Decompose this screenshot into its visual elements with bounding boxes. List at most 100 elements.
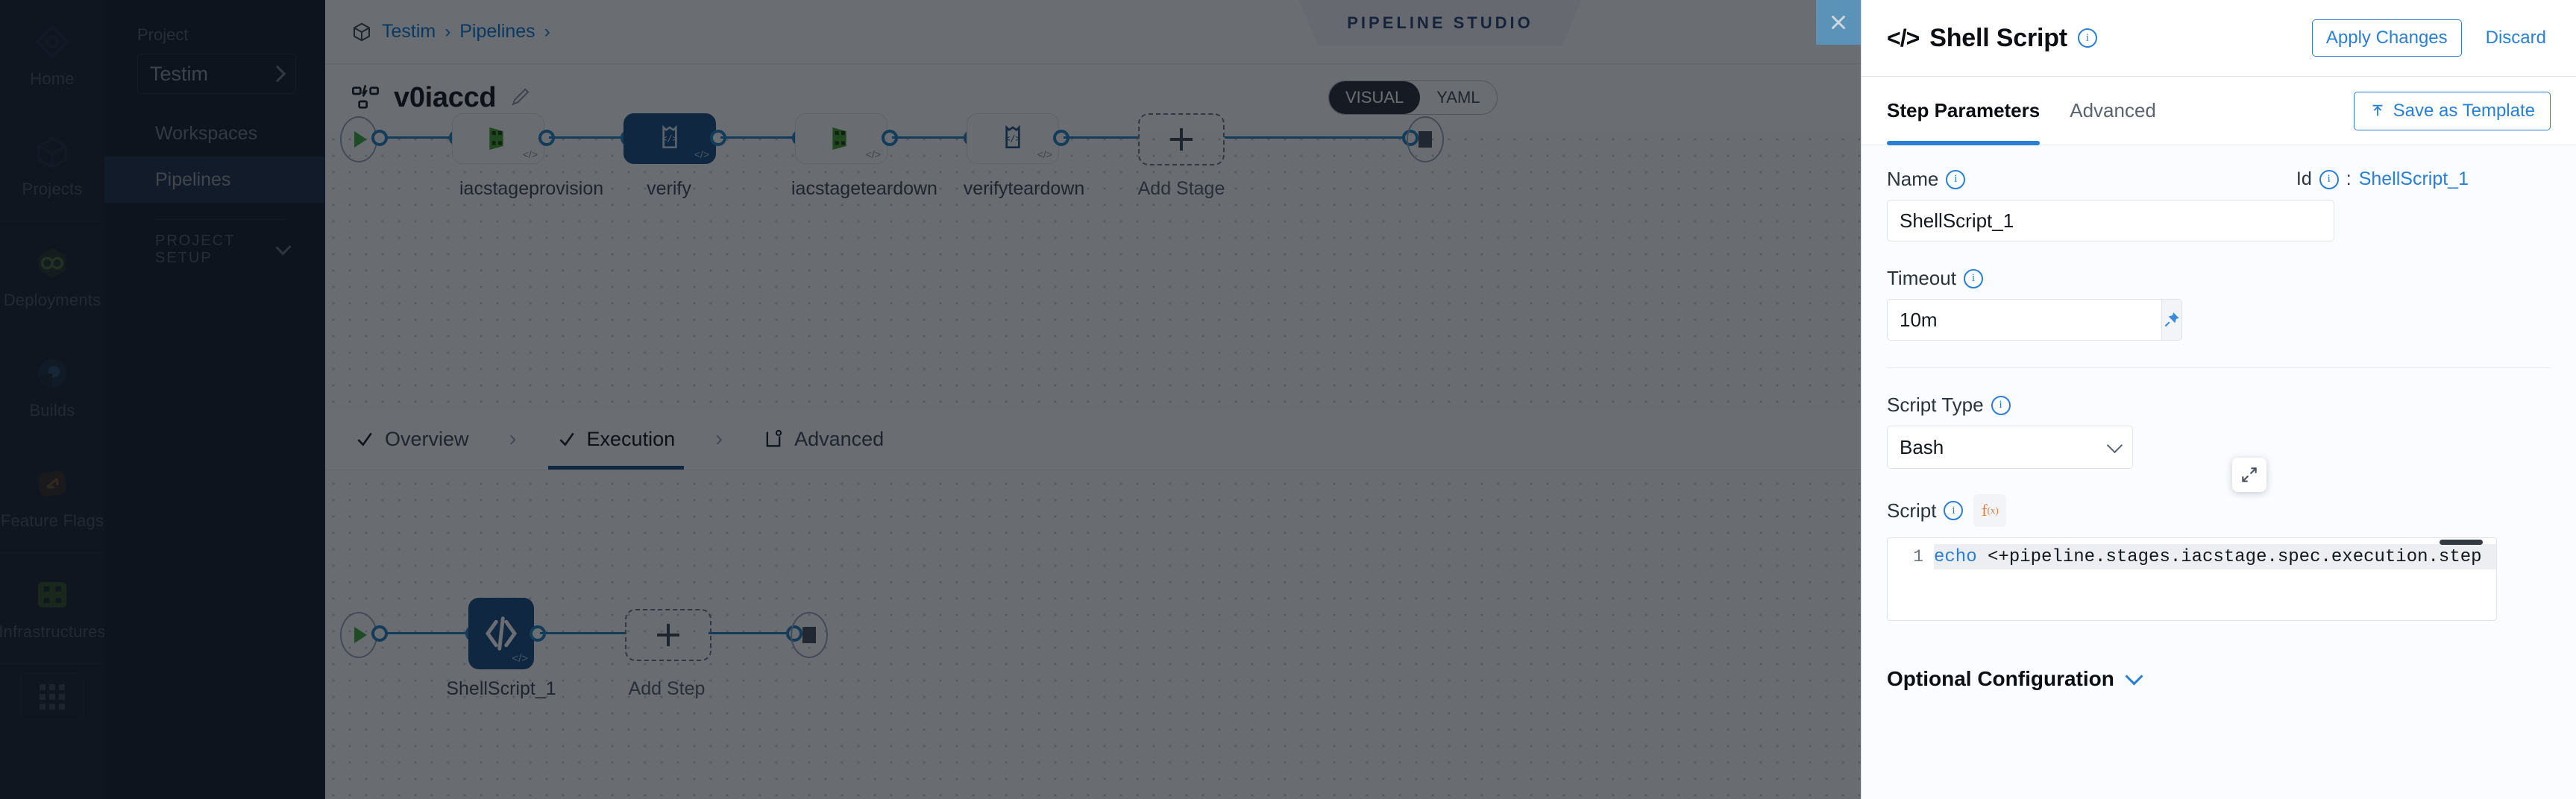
info-icon[interactable]: i xyxy=(2077,28,2097,48)
toggle-option-yaml[interactable]: YAML xyxy=(1436,88,1480,107)
add-stage-label: Add Stage xyxy=(1137,178,1225,199)
script-code-editor[interactable]: 1 echo <+pipeline.stages.iacstage.spec.e… xyxy=(1887,537,2497,621)
stage-node-iacstageteardown[interactable]: </> xyxy=(795,113,888,164)
editor-horizontal-scrollbar[interactable] xyxy=(2440,540,2483,545)
panel-title-group: </> Shell Script i xyxy=(1887,24,2097,53)
editor-gutter: 1 xyxy=(1888,538,1931,620)
project-cube-icon xyxy=(354,22,370,41)
sidebar-item-pipelines[interactable]: Pipelines xyxy=(104,157,324,203)
script-type-select[interactable]: Bash xyxy=(1887,426,2133,469)
close-panel-button[interactable] xyxy=(1816,0,1861,45)
info-icon[interactable]: i xyxy=(1946,169,1966,189)
add-step-button[interactable] xyxy=(625,609,711,661)
infrastructure-stage-icon xyxy=(832,127,846,150)
step-node-shellscript-1[interactable]: </> xyxy=(468,598,534,669)
info-icon[interactable]: i xyxy=(1963,268,1983,288)
script-type-label-text: Script Type xyxy=(1887,394,1984,416)
breadcrumb-link-testim[interactable]: Testim xyxy=(382,21,436,42)
view-mode-toggle[interactable]: VISUAL YAML xyxy=(1328,80,1498,115)
info-icon[interactable]: i xyxy=(1944,501,1964,520)
fx-label: f xyxy=(1982,501,1988,519)
tab-execution[interactable]: Execution xyxy=(547,408,684,470)
rail-item-deployments[interactable]: Deployments xyxy=(0,221,104,332)
panel-header-actions: Apply Changes Discard xyxy=(2311,19,2551,57)
apps-grid-icon xyxy=(40,684,65,710)
rail-item-builds[interactable]: Builds xyxy=(0,332,104,442)
timeout-pin-button[interactable] xyxy=(2161,299,2182,341)
project-selector-value: Testim xyxy=(150,62,209,85)
expand-editor-button[interactable] xyxy=(2232,458,2266,492)
sidebar-section-label: PROJECT SETUP xyxy=(155,233,235,266)
code-icon xyxy=(485,616,518,651)
rail-item-infrastructures[interactable]: Infrastructures xyxy=(0,553,106,663)
chevron-down-icon xyxy=(2106,437,2123,453)
stage-type-corner-icon: </> xyxy=(522,148,538,160)
save-as-template-button[interactable]: Save as Template xyxy=(2353,91,2551,130)
sidebar-item-label: Workspaces xyxy=(155,122,258,144)
stage-node-verify[interactable]: </> </> xyxy=(623,113,716,164)
pipeline-studio-badge: PIPELINE STUDIO xyxy=(1298,0,1582,46)
timeout-label: Timeout i xyxy=(1887,267,2551,290)
fx-sub: (x) xyxy=(1987,505,1999,516)
global-nav-rail: Home Projects Deployments xyxy=(0,0,106,799)
toggle-option-visual[interactable]: VISUAL xyxy=(1329,81,1421,114)
script-label: Script i xyxy=(1887,499,1964,522)
custom-stage-icon: </> xyxy=(662,124,678,148)
stop-icon xyxy=(802,627,816,643)
svg-text:</>: </> xyxy=(662,133,677,143)
builds-circle-icon xyxy=(37,359,67,388)
stage-label: iacstageprovision xyxy=(459,178,604,199)
expression-fx-button[interactable]: f(x) xyxy=(1973,494,2007,527)
rail-item-home[interactable]: Home xyxy=(0,0,104,110)
project-selector[interactable]: Testim xyxy=(137,54,296,94)
info-icon[interactable]: i xyxy=(1991,395,2011,415)
sidebar-section-project-setup[interactable]: PROJECT SETUP xyxy=(104,233,324,266)
name-label-text: Name xyxy=(1887,168,1939,190)
connector-line xyxy=(540,632,625,634)
connector-line xyxy=(549,136,625,139)
stage-node-verifyteardown[interactable]: </> </> xyxy=(967,113,1059,164)
connector-line xyxy=(385,136,453,139)
expand-fullscreen-icon xyxy=(2242,467,2257,482)
project-sidebar: Project Testim Workspaces Pipelines PROJ… xyxy=(104,0,325,799)
sidebar-item-workspaces[interactable]: Workspaces xyxy=(104,110,324,157)
chevron-down-icon xyxy=(2125,667,2143,686)
project-section-label: Project xyxy=(137,25,189,44)
panel-body: Name i Id i : ShellScript_1 Timeout i xyxy=(1862,145,2576,799)
plus-icon xyxy=(657,624,679,646)
id-value-link[interactable]: ShellScript_1 xyxy=(2358,168,2469,189)
projects-cube-icon xyxy=(37,137,67,169)
sidebar-item-label: Pipelines xyxy=(155,168,231,190)
apps-grid-button[interactable] xyxy=(20,673,84,721)
tab-advanced[interactable]: Advanced xyxy=(758,408,888,470)
pencil-icon[interactable] xyxy=(509,86,532,109)
info-icon[interactable]: i xyxy=(2319,169,2339,189)
connector-line xyxy=(892,136,968,139)
rail-item-projects[interactable]: Projects xyxy=(0,110,104,221)
apply-changes-button[interactable]: Apply Changes xyxy=(2311,19,2462,57)
connector-line xyxy=(1064,136,1138,139)
script-type-label: Script Type i xyxy=(1887,394,2551,417)
rail-label: Projects xyxy=(22,180,83,198)
stage-node-iacstageprovision[interactable]: </> xyxy=(452,113,544,164)
rail-label: Infrastructures xyxy=(0,622,106,641)
breadcrumb-link-pipelines[interactable]: Pipelines xyxy=(459,21,535,42)
rail-label: Feature Flags xyxy=(0,511,104,530)
name-input[interactable] xyxy=(1887,200,2334,241)
code-line[interactable]: echo <+pipeline.stages.iacstage.spec.exe… xyxy=(1934,544,2496,569)
pipeline-graph-icon xyxy=(352,84,379,109)
discard-button[interactable]: Discard xyxy=(2481,27,2551,49)
add-stage-button[interactable] xyxy=(1138,113,1225,165)
deployments-infinity-icon xyxy=(39,247,66,279)
breadcrumb-separator: › xyxy=(444,21,451,42)
tab-overview[interactable]: Overview xyxy=(351,408,474,470)
optional-configuration-toggle[interactable]: Optional Configuration xyxy=(1887,667,2551,691)
rail-item-feature-flags[interactable]: Feature Flags xyxy=(0,442,104,552)
pipeline-title-group: v0iaccd xyxy=(351,82,532,114)
timeout-input[interactable] xyxy=(1887,299,2161,341)
rail-label: Home xyxy=(30,69,75,88)
check-icon xyxy=(357,432,372,446)
tab-panel-advanced[interactable]: Advanced xyxy=(2070,77,2156,145)
tab-step-parameters[interactable]: Step Parameters xyxy=(1887,77,2041,145)
